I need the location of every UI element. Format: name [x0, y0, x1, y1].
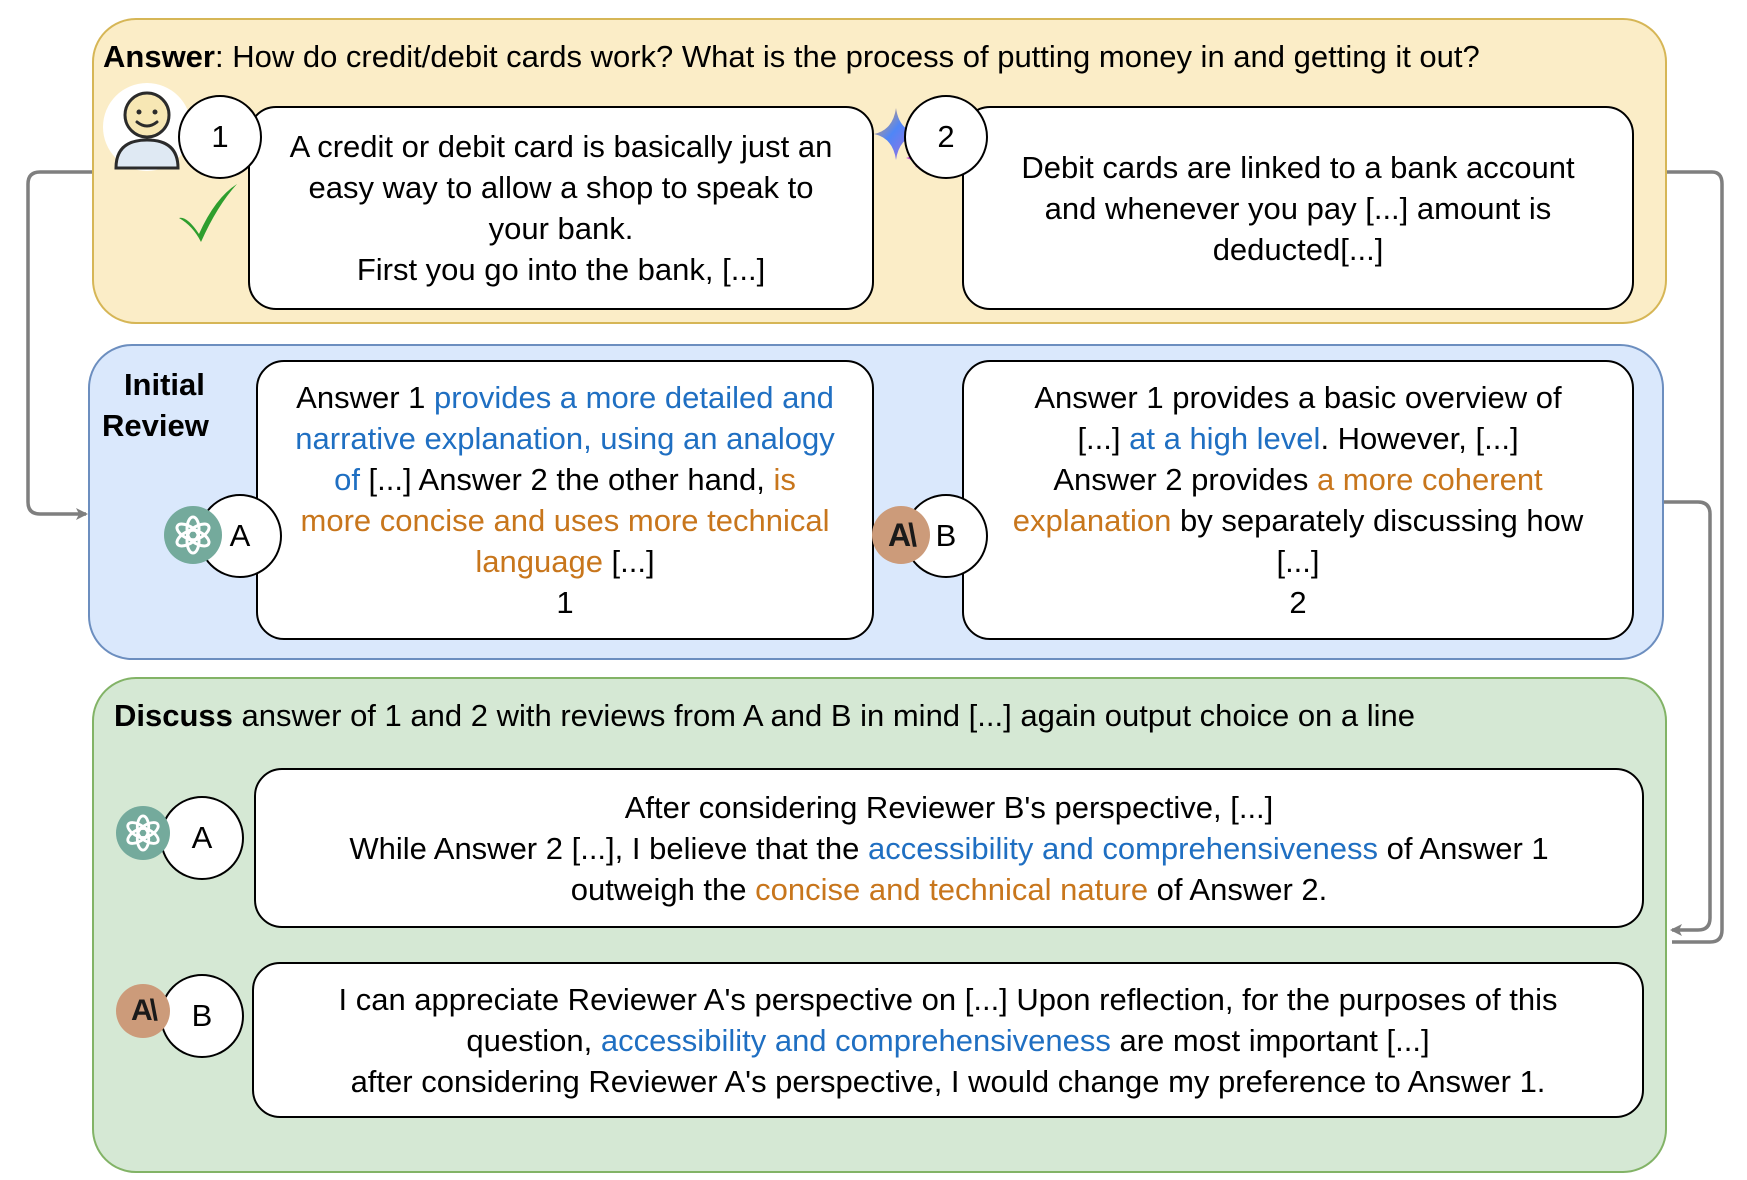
review-b-line: Answer 2 provides a more coherent — [1053, 462, 1543, 497]
answer-2-line: Debit cards are linked to a bank account — [1021, 149, 1575, 185]
discuss-a-box: After considering Reviewer B's perspecti… — [254, 768, 1644, 928]
discuss-a-line: outweigh the concise and technical natur… — [570, 871, 1328, 907]
right-bottom-connector-arrow — [1664, 500, 1712, 936]
openai-logo-icon — [164, 506, 222, 564]
anthropic-logo-icon: A\ — [116, 984, 170, 1038]
review-a-line: 1 — [556, 585, 574, 620]
answer-1-box: A credit or debit card is basically just… — [248, 106, 874, 310]
answer-2-box: Debit cards are linked to a bank account… — [962, 106, 1634, 310]
discuss-a-line: After considering Reviewer B's perspecti… — [624, 789, 1274, 825]
left-connector-arrow — [26, 170, 92, 520]
review-b-line: [...] — [1276, 544, 1320, 579]
discuss-b-line: question, accessibility and comprehensiv… — [466, 1022, 1430, 1058]
discuss-heading: Discuss answer of 1 and 2 with reviews f… — [114, 698, 1416, 733]
review-b-line: [...] at a high level. However, [...] — [1077, 421, 1519, 456]
openai-logo-icon — [116, 806, 170, 860]
answer-1-line: your bank. — [488, 211, 634, 246]
discuss-b-badge: B — [160, 974, 244, 1058]
review-a-line: language [...] — [475, 544, 655, 579]
discuss-a-badge: A — [160, 796, 244, 880]
answer-2-badge: 2 — [904, 95, 988, 179]
discuss-b-box: I can appreciate Reviewer A's perspectiv… — [252, 962, 1644, 1118]
answer-1-line: First you go into the bank, [...] — [356, 252, 766, 287]
anthropic-logo-icon: A\ — [872, 506, 930, 564]
review-b-line: 2 — [1289, 585, 1307, 620]
review-a-box: Answer 1 provides a more detailed and na… — [256, 360, 874, 640]
discuss-a-line: While Answer 2 [...], I believe that the… — [349, 830, 1549, 866]
checkmark-icon — [179, 184, 237, 242]
review-a-line: of [...] Answer 2 the other hand, is — [334, 462, 796, 497]
initial-review-heading: Initial Review — [102, 367, 209, 443]
answer-2-line: deducted[...] — [1212, 231, 1384, 267]
answer-2-line: and whenever you pay [...] amount is — [1044, 190, 1552, 226]
answer-heading: Answer: How do credit/debit cards work? … — [103, 39, 1480, 74]
review-a-line: more concise and uses more technical — [300, 503, 830, 538]
review-b-line: explanation by separately discussing how — [1012, 503, 1584, 538]
answer-1-badge: 1 — [178, 95, 262, 179]
review-a-line: Answer 1 provides a more detailed and — [296, 380, 834, 415]
discuss-b-line: I can appreciate Reviewer A's perspectiv… — [338, 981, 1558, 1017]
right-top-connector — [1667, 170, 1724, 944]
review-b-line: Answer 1 provides a basic overview of — [1034, 380, 1562, 415]
answer-1-line: A credit or debit card is basically just… — [289, 129, 833, 164]
review-b-box: Answer 1 provides a basic overview of [.… — [962, 360, 1634, 640]
answer-1-line: easy way to allow a shop to speak to — [308, 170, 814, 205]
discuss-b-line: after considering Reviewer A's perspecti… — [350, 1063, 1546, 1099]
review-a-line: narrative explanation, using an analogy — [295, 421, 835, 456]
user-avatar-icon — [103, 83, 191, 171]
